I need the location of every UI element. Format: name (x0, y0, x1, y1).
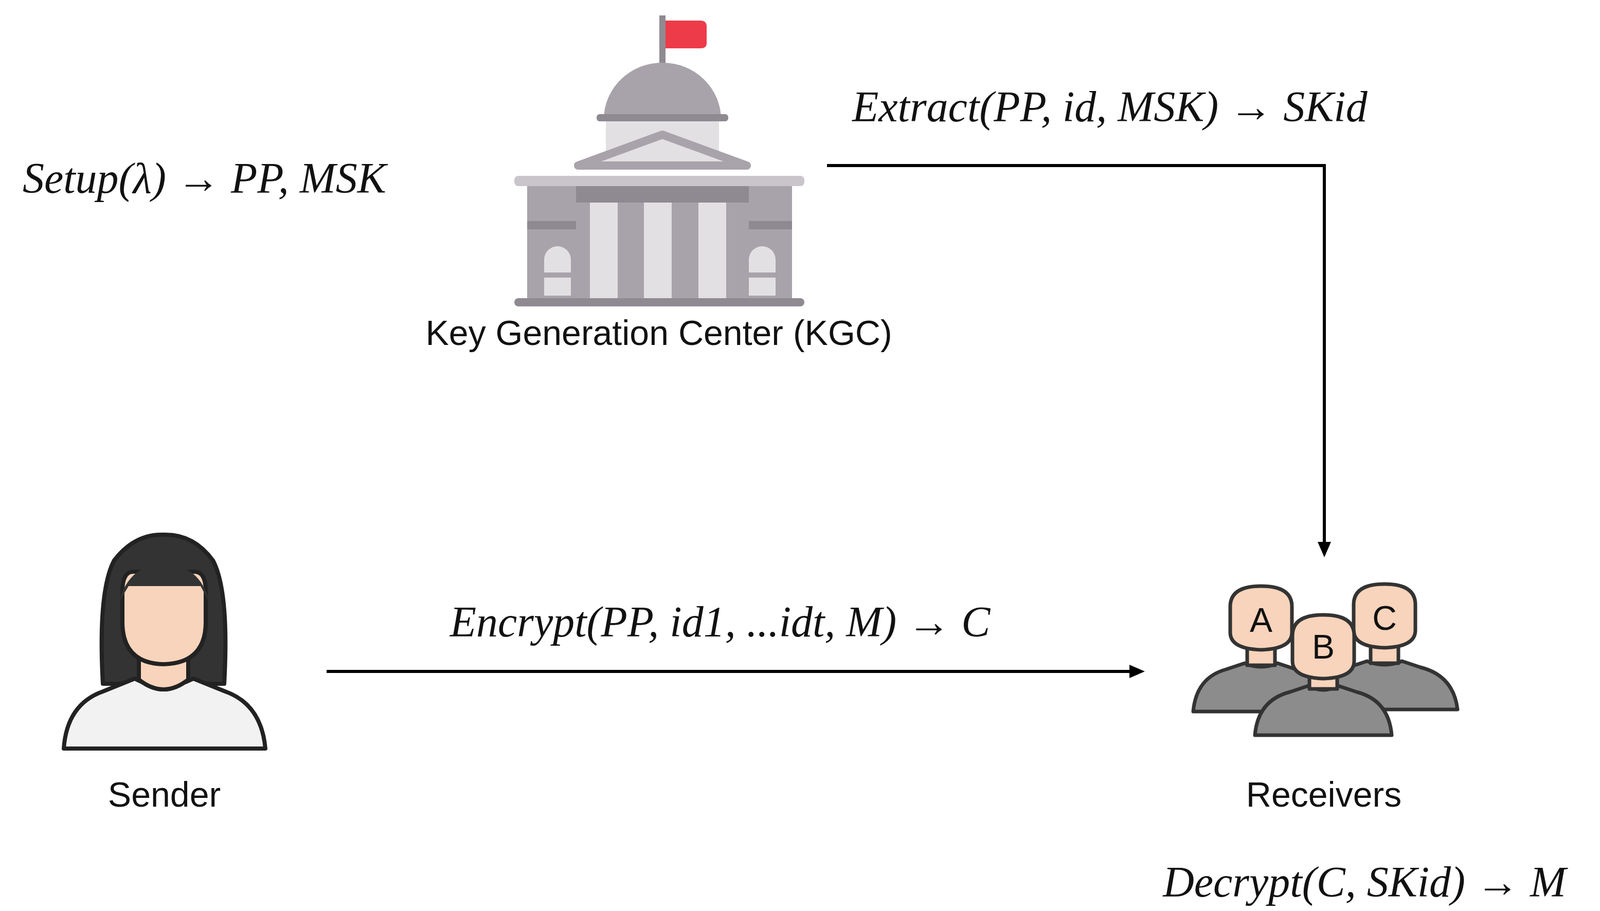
receiver-letter: C (1372, 601, 1397, 636)
arrow-head (1317, 542, 1332, 558)
arrow-head (1129, 664, 1145, 679)
decrypt-label: Decrypt(C, SKid) → M (1162, 860, 1567, 905)
connector-line (827, 165, 1325, 546)
arrow-connector (326, 664, 1145, 679)
kgc-building (514, 15, 805, 307)
kgc-node: Key Generation Center (KGC) (513, 15, 805, 307)
connector-line (326, 670, 1133, 674)
edge-label: Extract(PP, id, MSK) → SKid (852, 85, 1368, 129)
setup-label: Setup(λ) → PP, MSK (22, 156, 387, 201)
sender-node: Sender (61, 532, 268, 752)
node-label: Sender (108, 774, 221, 815)
node-label: Key Generation Center (KGC) (425, 312, 892, 353)
receiver-letter: A (1249, 603, 1273, 638)
sender-person (63, 534, 266, 749)
receivers-group (1193, 584, 1458, 736)
receiver-letter: B (1311, 630, 1335, 664)
node-label: Receivers (1246, 774, 1402, 815)
edge-label: Encrypt(PP, id1, ...idt, M) → C (450, 600, 991, 644)
arrow-connector (827, 165, 1332, 558)
